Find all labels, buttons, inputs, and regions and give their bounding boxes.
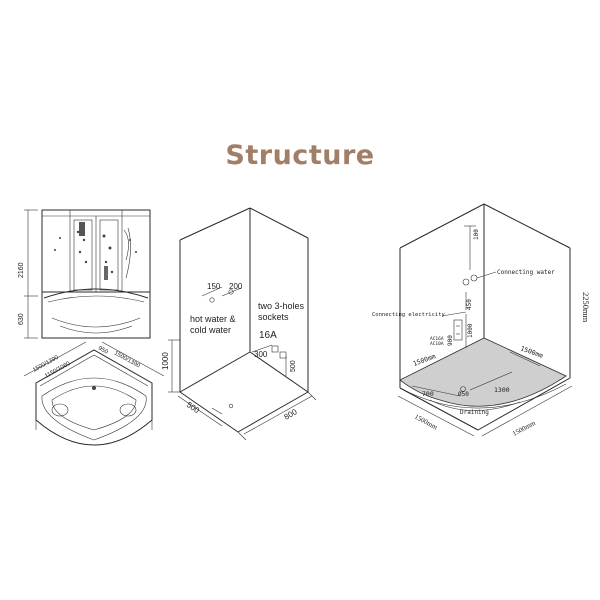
dim-150: 150 [207, 282, 221, 291]
dim-1000: 1000 [467, 323, 474, 338]
dim-500: 500 [185, 400, 202, 415]
label-connecting-water: Connecting water [497, 269, 555, 276]
socket-2 [279, 351, 287, 359]
label-16a: 16A [259, 330, 277, 341]
height-total: 2160 [18, 262, 25, 278]
control-panel [79, 222, 85, 236]
dim-1300: 1300 [494, 386, 510, 394]
label-sockets: two 3-holes [258, 301, 305, 311]
socket-1 [271, 345, 279, 353]
dim-100: 100 [473, 229, 480, 240]
middle-drawing: 150 200 hot water & cold water two 3-hol… [161, 207, 317, 441]
dim-700: 700 [422, 390, 434, 398]
water-connection-1 [462, 278, 470, 286]
floor-drain [228, 403, 234, 409]
dim-800: 800 [283, 407, 300, 422]
dim-1000: 1000 [161, 352, 170, 370]
label-hot-water: hot water & [190, 314, 236, 324]
cold-water-outlet [228, 289, 234, 295]
dim-bottom-right: 1500mm [511, 419, 537, 438]
label-sockets-2: sockets [258, 312, 289, 322]
right-drawing: 100 Connecting water 450 Connecting elec… [372, 203, 591, 438]
dim-900: 900 [447, 335, 454, 346]
label-cold-water: cold water [190, 325, 231, 335]
center-panel-right [99, 219, 119, 291]
left-wall-top [179, 207, 251, 241]
electrical-box [453, 319, 463, 341]
dim-overall-height: 2250mm [581, 292, 591, 323]
drain-hole [460, 386, 466, 392]
plan-tub [41, 377, 147, 441]
dim-500-vertical: 500 [290, 360, 297, 372]
shower-tray-floor [399, 337, 567, 407]
dim-200: 200 [229, 282, 243, 291]
right-wall-top [249, 207, 309, 239]
plan-dim-c: 950 [97, 346, 109, 356]
plan-dim-d: 1500/1390 [113, 351, 141, 370]
dim-450: 450 [466, 299, 473, 310]
dim-diameter-50: Ø50 [458, 391, 469, 398]
dim-300: 300 [254, 350, 268, 359]
label-draining: Draining [460, 409, 489, 416]
tub-rim [43, 288, 149, 299]
label-connecting-electricity: Connecting electricity [372, 312, 446, 318]
water-connection-2 [470, 274, 478, 282]
hot-water-outlet [209, 297, 215, 303]
label-ac10a: AC10A [430, 341, 444, 347]
height-base: 630 [18, 313, 25, 325]
left-drawing: 2160 630 1500/1390 1150/1060 950 1500/13… [18, 209, 165, 446]
front-elevation-frame [41, 209, 151, 339]
page-title: Structure [225, 140, 375, 171]
label-ac16a: AC16A [430, 336, 444, 342]
